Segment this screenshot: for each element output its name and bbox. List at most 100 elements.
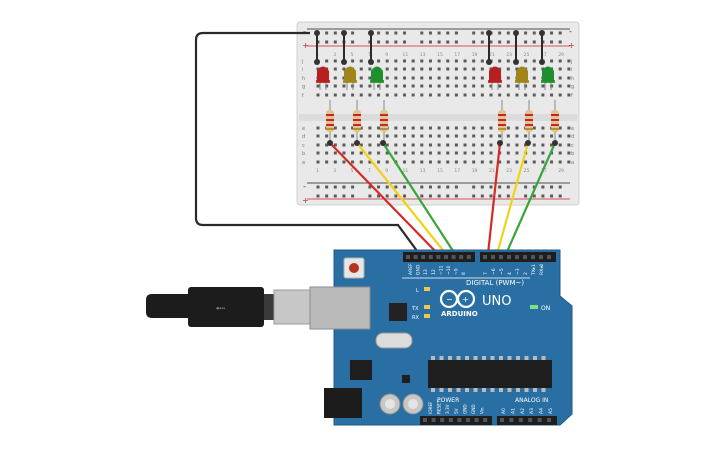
breadboard-hole [567, 134, 571, 138]
breadboard-hole [333, 31, 337, 35]
resistor-band [551, 128, 559, 130]
breadboard-hole [333, 40, 337, 44]
row-letter: h [571, 76, 574, 82]
row-letter: j [570, 59, 572, 65]
breadboard-hole [446, 67, 450, 71]
digital-pin-label: 8 [461, 272, 467, 275]
wire-red-right[interactable] [486, 142, 502, 255]
breadboard-hole [411, 84, 415, 88]
wire-yellow-left[interactable] [356, 142, 447, 255]
row-letter: e [571, 126, 574, 132]
breadboard-hole [498, 31, 502, 35]
breadboard-hole [342, 143, 346, 147]
column-number: 17 [454, 168, 460, 174]
digital-pin-label: ~6 [491, 268, 497, 275]
row-letter: a [571, 160, 574, 166]
breadboard-hole [342, 194, 346, 198]
analog-pin-label: A2 [520, 408, 526, 414]
header-hole [431, 418, 436, 422]
breadboard-hole [489, 134, 493, 138]
breadboard-hole [394, 194, 398, 198]
capacitor-2-top [408, 399, 418, 409]
row-letter: c [571, 143, 574, 149]
column-number: 3 [333, 52, 336, 58]
breadboard-hole [472, 31, 476, 35]
breadboard-hole [463, 134, 467, 138]
breadboard-hole [524, 143, 528, 147]
column-number: 17 [454, 52, 460, 58]
breadboard-hole [420, 194, 424, 198]
chip-pin [507, 388, 512, 392]
breadboard-hole [558, 134, 562, 138]
breadboard-hole [351, 126, 355, 130]
chip-pin [448, 356, 452, 360]
on-label: ON [541, 305, 550, 312]
breadboard-hole [454, 93, 458, 97]
breadboard-hole [480, 59, 484, 63]
wire-green-left[interactable] [382, 142, 456, 255]
tx-label: TX [411, 306, 419, 312]
breadboard-hole [463, 151, 467, 155]
breadboard-hole [463, 126, 467, 130]
row-letter: h [302, 76, 305, 82]
breadboard-hole [403, 31, 406, 35]
breadboard-hole [472, 134, 476, 138]
reset-button-cap[interactable] [349, 263, 359, 273]
column-number: 7 [368, 52, 371, 58]
led-jumpers [314, 30, 545, 65]
header-hole [466, 255, 471, 259]
breadboard-hole [411, 67, 415, 71]
chip-pin [490, 356, 495, 360]
breadboard-hole [351, 185, 355, 189]
column-number: 19 [472, 168, 478, 174]
breadboard-hole [532, 31, 536, 35]
resistor-band [326, 128, 334, 130]
resistor-band [498, 124, 506, 126]
breadboard-hole [385, 143, 389, 147]
breadboard-hole [463, 67, 467, 71]
resistor-band [353, 119, 361, 121]
chip-pin [541, 388, 546, 392]
leds [316, 66, 555, 90]
jumper-end [368, 30, 374, 36]
breadboard-hole [472, 143, 476, 147]
digital-pin-label: TX▸1 [531, 264, 537, 276]
header-hole [448, 418, 453, 422]
rail-plus-label: + [302, 41, 309, 50]
ground-wire[interactable] [194, 31, 421, 256]
digital-pin-label: 13 [423, 269, 429, 275]
breadboard-hole [394, 126, 398, 130]
red-led-right [489, 66, 501, 82]
breadboard-hole [498, 194, 502, 198]
breadboard-hole [325, 151, 329, 155]
breadboard-hole [532, 160, 536, 164]
column-number: 13 [420, 168, 426, 174]
breadboard-hole [550, 185, 554, 189]
breadboard-hole [558, 126, 562, 130]
breadboard-hole [411, 93, 415, 97]
breadboard-hole [506, 59, 510, 63]
breadboard-hole [498, 93, 502, 97]
breadboard-hole [506, 160, 510, 164]
breadboard-hole [532, 59, 536, 63]
breadboard-hole [411, 76, 415, 80]
breadboard-hole [437, 67, 441, 71]
breadboard-hole [550, 160, 554, 164]
wire-yellow-right[interactable] [495, 142, 530, 255]
column-number: 25 [524, 168, 530, 174]
wire-green-right[interactable] [504, 142, 557, 255]
resistor-band [380, 114, 388, 116]
usb-cable-strain-relief [146, 294, 190, 318]
breadboard-hole [342, 160, 346, 164]
breadboard-hole [498, 40, 502, 44]
header-hole [483, 255, 487, 259]
breadboard-hole [532, 143, 536, 147]
wire-red-left[interactable] [329, 142, 439, 255]
green-led-right [542, 66, 554, 82]
breadboard-hole [558, 151, 562, 155]
digital-pin-label: ~5 [499, 268, 505, 275]
breadboard-hole [325, 194, 329, 198]
row-letter: f [571, 93, 573, 99]
column-number: 25 [524, 52, 530, 58]
header-hole [466, 418, 470, 422]
